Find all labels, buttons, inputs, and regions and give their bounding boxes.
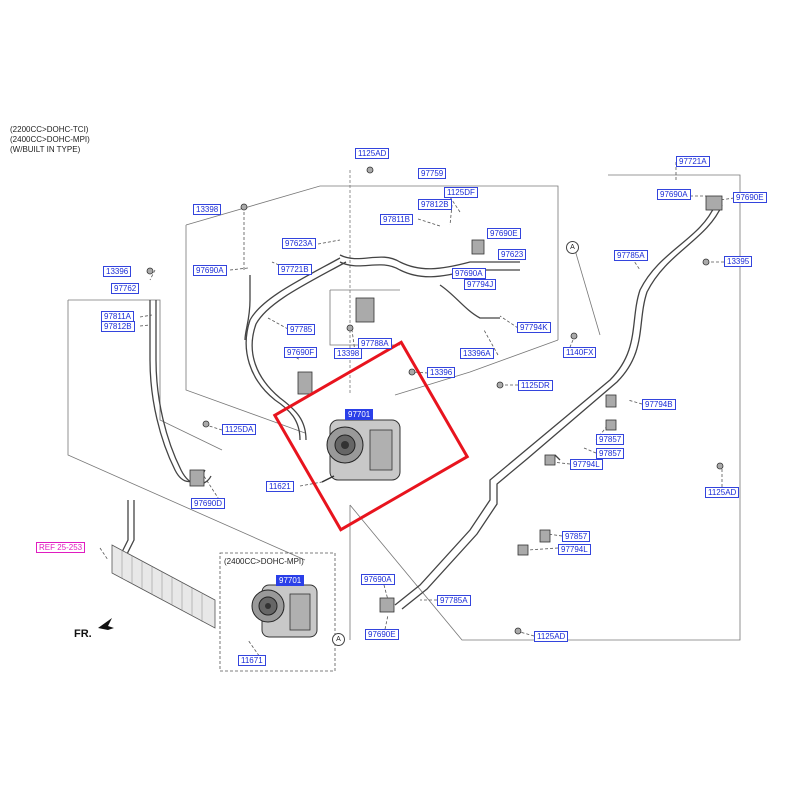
part-97788a[interactable]: 97788A [358,338,392,349]
clamp-97857-a [605,419,617,431]
part-1125ad-bottom[interactable]: 1125AD [534,631,569,642]
frame-lines [67,170,741,641]
left-hose-frame [185,225,306,434]
part-97701-inset[interactable]: 97701 [276,575,305,586]
receiver-drier [297,371,313,395]
inset-title: (2400CC>DOHC-MPI) [224,557,304,566]
part-97812b-left[interactable]: 97812B [101,321,135,332]
compressor-inset [251,584,318,638]
part-1140fx[interactable]: 1140FX [563,347,597,358]
part-97690a-mid[interactable]: 97690A [452,268,486,279]
part-97690f[interactable]: 97690F [284,347,318,358]
part-97857-b[interactable]: 97857 [596,448,625,459]
fr-arrow-icon [98,618,114,630]
bolt-13396-left [146,267,154,275]
right-frame [349,174,741,641]
clamp-97794l [517,544,529,556]
bolt-13398-left [240,203,248,211]
bolt-13396-mid [408,368,416,376]
bolt-1125ad-top [366,166,374,174]
part-97623[interactable]: 97623 [498,249,527,260]
bolt-1125ad-right [716,462,724,470]
clamp-97857 [539,529,551,543]
marker-a-top: A [566,241,579,254]
part-1125da[interactable]: 1125DA [222,424,257,435]
part-97623a[interactable]: 97623A [282,238,316,249]
part-13398-mid[interactable]: 13398 [334,348,363,359]
bolt-13395 [702,258,710,266]
bolt-1125dr [496,381,504,389]
part-97785[interactable]: 97785 [287,324,316,335]
left-fitting [189,469,205,487]
part-97785a-bottom[interactable]: 97785A [437,595,471,606]
bolt-13398-mid [346,324,354,332]
top-frame [185,185,559,340]
inset-frame [219,552,336,672]
part-97794j[interactable]: 97794J [464,279,497,290]
condenser [111,544,216,629]
bolt-1125ad-bottom [514,627,522,635]
part-97721a[interactable]: 97721A [676,156,710,167]
part-1125df[interactable]: 1125DF [444,187,478,198]
part-11621[interactable]: 11621 [266,481,294,492]
part-97721b[interactable]: 97721B [278,264,312,275]
bottom-fitting [379,597,395,613]
part-1125dr[interactable]: 1125DR [518,380,553,391]
part-97690d[interactable]: 97690D [191,498,226,509]
highlight-callout [272,340,470,532]
engine-note-1: (2200CC>DOHC-TCI) [10,125,89,134]
fittings [146,166,724,635]
clamp-97857-b [544,454,556,466]
part-97759[interactable]: 97759 [418,168,447,179]
bolt-1125da [202,420,210,428]
part-97812b[interactable]: 97812B [418,199,452,210]
switch-fitting [471,239,485,255]
part-13398-left[interactable]: 13398 [193,204,222,215]
part-97794k[interactable]: 97794K [517,322,551,333]
engine-note-3: (W/BUILT IN TYPE) [10,145,81,154]
part-13396-left[interactable]: 13396 [103,266,132,277]
part-97794l-b[interactable]: 97794L [558,544,591,555]
part-1125ad-right[interactable]: 1125AD [705,487,740,498]
bolt-1140fx [570,332,578,340]
ref-25-253[interactable]: REF 25-253 [36,542,86,553]
a-marker-line [574,249,601,336]
part-97794b[interactable]: 97794B [642,399,676,410]
part-97857-c[interactable]: 97857 [562,531,591,542]
part-97690a-bottom[interactable]: 97690A [361,574,395,585]
part-97857-a[interactable]: 97857 [596,434,625,445]
engine-note-2: (2400CC>DOHC-MPI) [10,135,90,144]
part-97690e-top[interactable]: 97690E [487,228,521,239]
part-13395[interactable]: 13395 [724,256,753,267]
part-97762[interactable]: 97762 [111,283,140,294]
marker-a-bottom: A [332,633,345,646]
part-97690e-right[interactable]: 97690E [733,192,767,203]
part-97785a[interactable]: 97785A [614,250,648,261]
part-97794l[interactable]: 97794L [570,459,603,470]
bracket-block [355,297,375,323]
right-frame-diag [394,339,559,396]
part-13396-mid[interactable]: 13396 [427,367,456,378]
part-97690a-left[interactable]: 97690A [193,265,227,276]
left-pipe-frame-inner [68,299,223,451]
part-97701-main[interactable]: 97701 [345,409,374,420]
compressor-main [321,419,401,483]
part-97690a-right[interactable]: 97690A [657,189,691,200]
clamp-97794b [605,394,617,408]
part-1125ad-top[interactable]: 1125AD [355,148,390,159]
front-direction: FR. [74,628,92,640]
left-pipe-frame [67,300,306,561]
part-13396a[interactable]: 13396A [460,348,494,359]
top-right-fitting [705,195,723,211]
part-11671[interactable]: 11671 [238,655,266,666]
part-97690e-bottom[interactable]: 97690E [365,629,399,640]
part-97811b[interactable]: 97811B [380,214,413,225]
